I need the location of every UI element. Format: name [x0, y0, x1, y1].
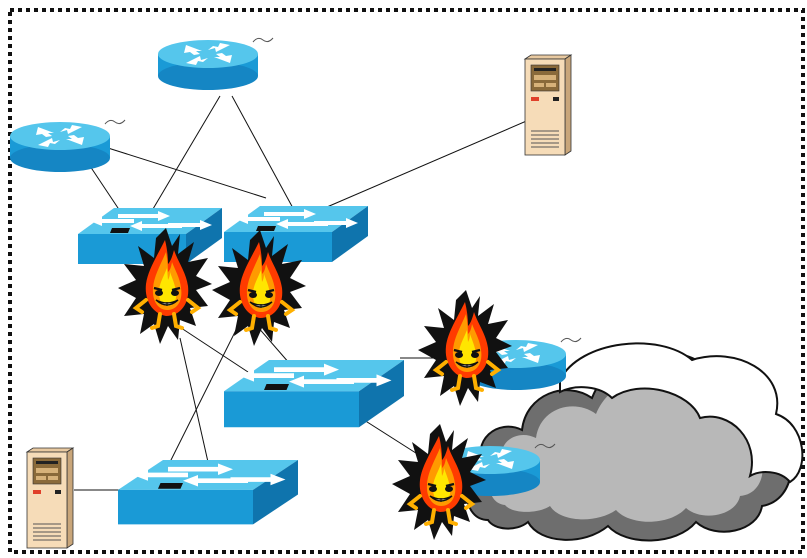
firewall-icon	[390, 422, 488, 542]
switch-icon	[224, 206, 368, 262]
server-icon	[524, 54, 572, 156]
router-icon	[157, 37, 274, 91]
switch-icon	[118, 460, 298, 525]
router-icon	[9, 119, 126, 173]
switch-icon	[224, 360, 404, 428]
cloud-icon	[466, 342, 804, 542]
diagram-border	[8, 8, 805, 554]
server-icon	[26, 447, 74, 549]
